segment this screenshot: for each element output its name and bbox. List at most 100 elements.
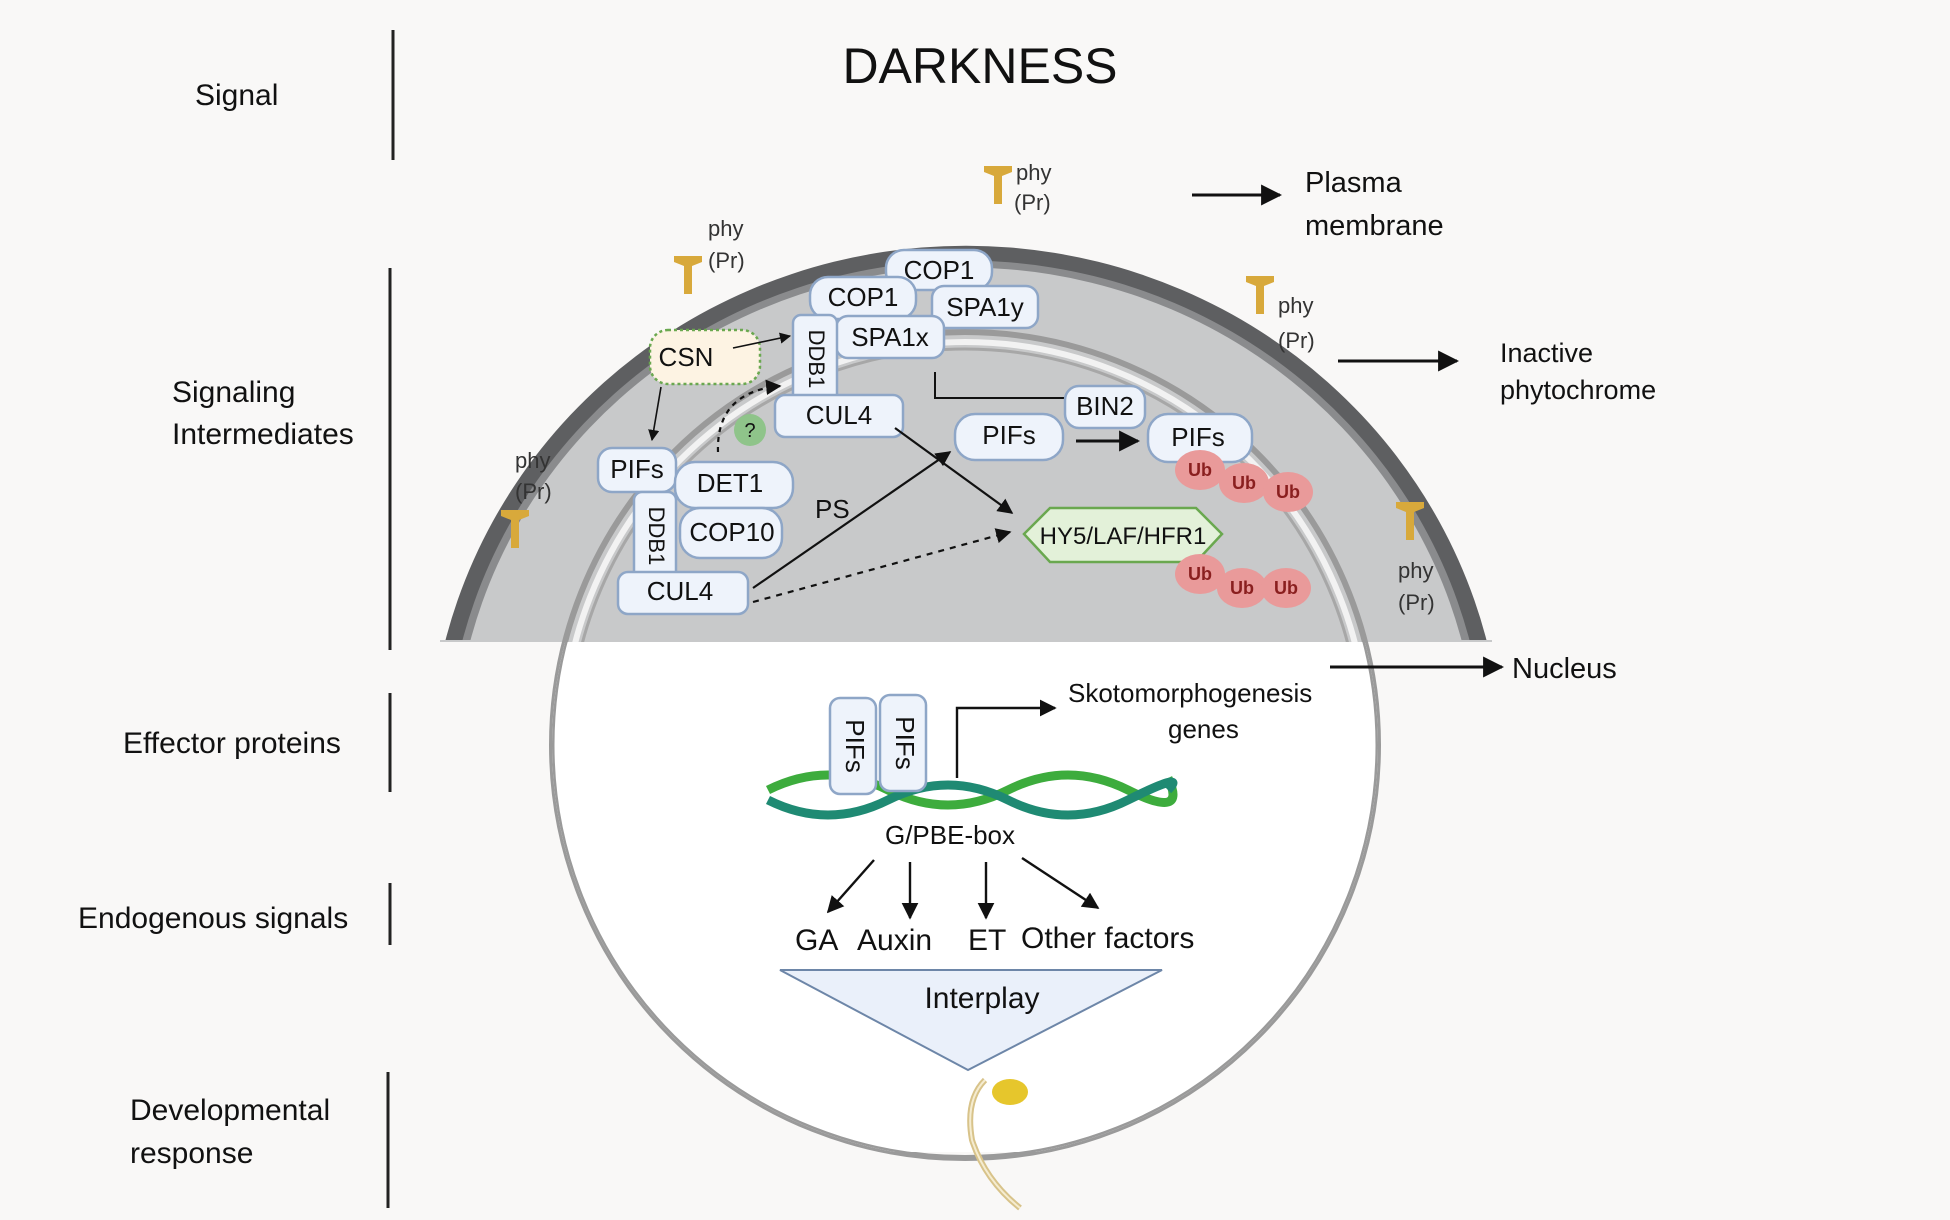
row-label-intermediates: Intermediates (172, 418, 354, 451)
phy-receptor-left-upper: phy (Pr) (674, 216, 745, 294)
phy-receptor-left-lower: phy (Pr) (501, 448, 552, 548)
pifs-lower-box (596, 446, 678, 494)
ub-3-label: Ub (1276, 482, 1300, 502)
pifs-mid-label: PIFs (982, 420, 1035, 450)
phy-state: (Pr) (708, 248, 745, 273)
cop1-label: COP1 (828, 282, 899, 312)
cop10-label: COP10 (689, 517, 774, 547)
ub-1 (1175, 450, 1225, 490)
row-label-signal: Signal (195, 79, 278, 112)
pifs-dimer: PIFs PIFs (828, 693, 928, 796)
pifs-dimer-b-label: PIFs (890, 716, 920, 769)
cop10-box (678, 506, 784, 560)
endogenous-arrows (826, 856, 1100, 920)
cul4-to-pifs-arrow (752, 451, 952, 589)
phy-icon (1246, 276, 1274, 314)
interplay-funnel: Interplay (779, 969, 1163, 1072)
hy5-label: HY5/LAF/HFR1 (1040, 523, 1207, 550)
phy-label: phy (1398, 558, 1433, 583)
det1-cop10-complex: PIFs DET1 COP10 DDB1 CUL4 (596, 446, 795, 616)
diagram-title: DARKNESS (842, 38, 1117, 94)
phy-icon (1396, 502, 1424, 540)
interplay-triangle (779, 969, 1163, 1072)
det1-label: DET1 (697, 468, 763, 498)
phy-label: phy (1016, 160, 1051, 185)
pifs-dimer-a-box (828, 696, 878, 796)
cul4-to-hy5-arrow (894, 427, 1014, 514)
ddb1-upper-label: DDB1 (804, 330, 829, 389)
row-label-response: response (130, 1137, 253, 1170)
phy-icon (674, 256, 702, 294)
row-label-developmental: Developmental (130, 1094, 330, 1127)
bin2-label: BIN2 (1076, 391, 1134, 421)
bin2-box (1063, 384, 1147, 430)
phy-receptor-right-lower: phy (Pr) (1396, 502, 1435, 615)
csn-to-pifs-arrow (648, 386, 662, 442)
hy5-complex: HY5/LAF/HFR1 (1022, 506, 1224, 564)
etiolated-seedling (967, 1077, 1028, 1211)
row-dividers (386, 30, 395, 1208)
ga-label: GA (795, 924, 838, 957)
pifs-dimer-a-label: PIFs (840, 719, 870, 772)
cul4-to-hy5-dashed-arrow (752, 528, 1012, 604)
pbe-box-label: G/PBE-box (885, 820, 1015, 850)
ub-2-label: Ub (1232, 473, 1256, 493)
question-circle (734, 414, 766, 446)
ub-4-label: Ub (1188, 564, 1212, 584)
ddb1-lower-label: DDB1 (644, 507, 669, 566)
phy-label: phy (515, 448, 550, 473)
cul4-upper-box (773, 393, 905, 439)
ub-6-label: Ub (1274, 578, 1298, 598)
ub-4 (1175, 554, 1225, 594)
phy-icon (984, 166, 1012, 204)
other-factors-label: Other factors (1021, 922, 1194, 955)
hy5-box (1022, 506, 1224, 564)
row-label-endogenous: Endogenous signals (78, 902, 348, 935)
phy-label: phy (708, 216, 743, 241)
row-label-signaling: Signaling (172, 376, 295, 409)
row-label-effector: Effector proteins (123, 727, 341, 760)
skoto-arrow (955, 699, 1057, 778)
ps-label: PS (815, 494, 850, 524)
et-label: ET (968, 924, 1006, 957)
phy-state: (Pr) (1014, 190, 1051, 215)
spa1y-box (930, 284, 1040, 330)
phy-receptor-top: phy (Pr) (984, 160, 1051, 215)
phy-state: (Pr) (1278, 328, 1315, 353)
ub-chain-lower: Ub Ub Ub (1175, 554, 1311, 608)
interplay-label: Interplay (924, 982, 1039, 1015)
cop1-spa-complex: COP1 SPA1y COP1 SPA1x DDB1 CUL4 (773, 248, 1040, 439)
ub-2 (1219, 463, 1269, 503)
question-label: ? (744, 420, 755, 442)
ub-1-label: Ub (1188, 460, 1212, 480)
phy-icon (501, 510, 529, 548)
nucleus-label: Nucleus (1512, 653, 1617, 685)
cop1-top-label: COP1 (904, 255, 975, 285)
skoto-label: Skotomorphogenesis (1068, 678, 1312, 708)
spa1x-label: SPA1x (851, 322, 929, 352)
ub-6 (1261, 568, 1311, 608)
phy-receptor-right-upper: phy (Pr) (1246, 276, 1315, 353)
phy-label: phy (1278, 293, 1313, 318)
pifs-lower-label: PIFs (610, 454, 663, 484)
cul4-upper-label: CUL4 (806, 400, 872, 430)
pifs-right-label: PIFs (1171, 422, 1224, 452)
pifs-mid-box (953, 412, 1065, 462)
ub-5 (1217, 568, 1267, 608)
ub-5-label: Ub (1230, 578, 1254, 598)
dashed-to-cul4 (716, 379, 782, 453)
auxin-label: Auxin (857, 924, 932, 957)
spa1y-label: SPA1y (946, 292, 1024, 322)
cotyledon (992, 1079, 1028, 1105)
plasma-membrane-label: Plasma (1305, 167, 1403, 199)
csn-to-ddb1-arrow (732, 332, 792, 349)
cul4-lower-box (616, 570, 750, 616)
bin2-pifs: BIN2 PIFs PIFs (953, 384, 1254, 464)
ub-3 (1263, 472, 1313, 512)
csn-box (648, 328, 762, 386)
pifs-dimer-b-box (878, 693, 928, 793)
phy-state: (Pr) (515, 479, 552, 504)
phy-state: (Pr) (1398, 590, 1435, 615)
inhibition-to-bin2 (934, 372, 1075, 399)
